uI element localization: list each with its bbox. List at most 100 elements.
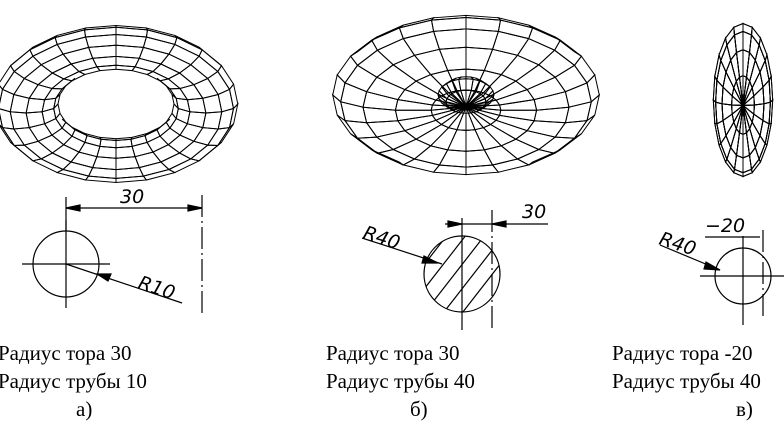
mesh-facet <box>465 16 502 32</box>
mesh-facet <box>533 106 570 124</box>
mesh-facet <box>9 49 34 73</box>
mesh-facet <box>193 127 220 146</box>
mesh-facet <box>51 127 73 146</box>
mesh-facet <box>586 93 601 122</box>
mesh-facet <box>62 161 94 177</box>
mesh-facet <box>207 70 231 96</box>
mesh-facet <box>724 158 736 174</box>
mesh-facet <box>753 103 765 122</box>
mesh-facet <box>403 80 443 101</box>
mesh-facet <box>526 120 567 138</box>
mesh-facet <box>498 109 538 122</box>
mesh-facet <box>574 114 596 139</box>
mesh-facet <box>714 123 722 146</box>
mesh-facet <box>483 48 519 76</box>
mesh-facet <box>467 106 502 117</box>
radius-arrow-c <box>703 261 721 271</box>
arrow-right-b <box>491 220 507 228</box>
mesh-facet <box>167 158 201 174</box>
mesh-facet <box>198 49 223 73</box>
radius-arrow-a <box>94 273 112 282</box>
torus-mesh-c <box>712 22 774 178</box>
mesh-facet <box>528 27 562 51</box>
mesh-facet <box>725 58 737 90</box>
dim-label-top-b: 30 <box>522 201 546 223</box>
mesh-facet <box>742 49 751 78</box>
mesh-facet <box>167 72 195 90</box>
mesh-facet <box>731 94 745 106</box>
mesh-facet <box>498 99 538 111</box>
mesh-facet <box>12 144 43 162</box>
mesh-facet <box>413 145 449 166</box>
hatch-b <box>424 236 500 312</box>
mesh-facet <box>375 148 416 166</box>
mesh-facet <box>573 55 596 84</box>
mesh-facet <box>465 46 494 72</box>
mesh-facet <box>750 158 762 174</box>
mesh-facet <box>712 98 718 125</box>
mesh-facet <box>489 80 529 101</box>
mesh-facet <box>516 37 556 66</box>
mesh-facet <box>742 30 753 54</box>
mesh-facet <box>465 28 500 50</box>
arrow-right-a <box>187 204 203 212</box>
mesh-facet <box>402 30 441 56</box>
arrow-left-b <box>447 220 463 228</box>
mesh-facet <box>0 85 4 104</box>
mesh-facet <box>55 168 90 181</box>
mesh-facet <box>430 16 467 32</box>
arrow-left-a <box>65 204 81 212</box>
caption-c-tube-radius: Радиус трубы 40 <box>612 369 761 393</box>
mesh-facet <box>465 129 486 152</box>
mesh-facet <box>500 138 541 160</box>
mesh-facet <box>716 58 727 89</box>
mesh-facet <box>217 88 235 113</box>
mesh-facet <box>491 30 530 56</box>
dim-label-radius-b: R40 <box>360 222 402 254</box>
mesh-facet <box>759 58 770 89</box>
mesh-facet <box>438 149 467 168</box>
mesh-facet <box>491 158 531 173</box>
mesh-facet <box>726 33 738 62</box>
mesh-facet <box>537 136 576 154</box>
mesh-facet <box>394 99 434 111</box>
mesh-facet <box>398 19 435 40</box>
mesh-facet <box>10 141 34 162</box>
mesh-facet <box>403 119 443 140</box>
mesh-facet <box>538 49 576 78</box>
mesh-facet <box>344 64 378 93</box>
caption-a-tube-radius: Радиус трубы 10 <box>0 369 147 393</box>
caption-a-label: а) <box>76 397 93 421</box>
mesh-facet <box>733 168 744 178</box>
mesh-facet <box>0 124 15 146</box>
mesh-facet <box>768 98 774 125</box>
mesh-facet <box>401 158 441 173</box>
mesh-facet <box>84 175 117 184</box>
mesh-facet <box>356 49 394 78</box>
mesh-facet <box>753 85 765 106</box>
mesh-facet <box>754 43 766 74</box>
caption-b-tube-radius: Радиус трубы 40 <box>326 369 475 393</box>
mesh-facet <box>735 132 744 159</box>
mesh-facet <box>71 129 88 144</box>
mesh-facet <box>217 64 235 91</box>
mesh-facet <box>554 119 589 139</box>
radius-arrow-b <box>421 255 439 264</box>
mesh-facet <box>169 117 189 136</box>
mesh-facet <box>0 64 15 91</box>
dim-label-radius-c: R40 <box>656 228 698 260</box>
mesh-facet <box>0 113 4 130</box>
caption-b-torus-radius: Радиус тора 30 <box>326 341 460 365</box>
dim-label-top-a: 30 <box>120 186 144 208</box>
mesh-facet <box>375 130 418 151</box>
mesh-facet <box>718 142 728 164</box>
mesh-facet <box>206 126 231 147</box>
mesh-facet <box>159 127 181 146</box>
caption-c-label: в) <box>736 397 753 421</box>
mesh-facet <box>336 55 359 84</box>
dim-label-radius-a: R10 <box>135 272 177 304</box>
mesh-facet <box>720 43 732 74</box>
mesh-facet <box>391 138 432 160</box>
mesh-facet <box>465 78 474 92</box>
mesh-facet <box>31 158 65 174</box>
